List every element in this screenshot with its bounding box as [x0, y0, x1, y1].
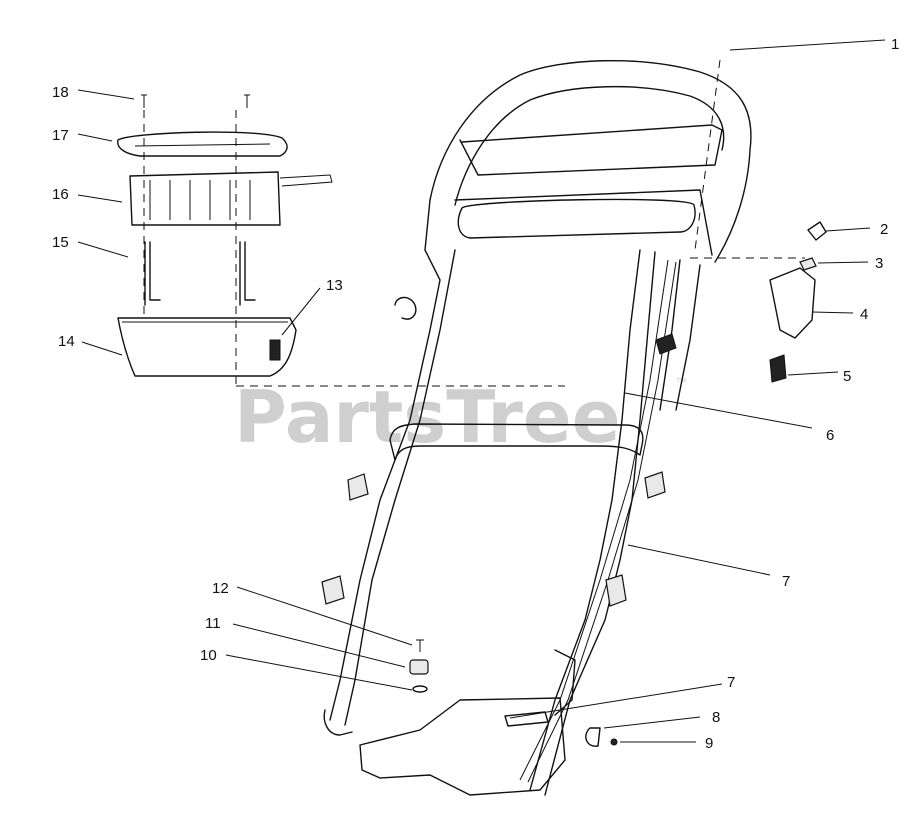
leader-lines [77, 39, 886, 743]
callout-18: 18 [52, 84, 69, 101]
callout-7-upper: 7 [782, 573, 790, 590]
callout-10: 10 [200, 647, 217, 664]
callout-7-lower: 7 [727, 674, 735, 691]
callout-4: 4 [860, 306, 868, 323]
callout-16: 16 [52, 186, 69, 203]
callout-8: 8 [712, 709, 720, 726]
callout-11: 11 [205, 615, 221, 632]
handle-assembly [321, 59, 752, 796]
callout-9: 9 [705, 735, 713, 752]
callout-17: 17 [52, 127, 69, 144]
callout-13: 13 [326, 277, 343, 294]
callout-14: 14 [58, 333, 75, 350]
alignment-lines [143, 59, 805, 387]
battery-module [117, 94, 333, 377]
callout-12: 12 [212, 580, 229, 597]
callout-1: 1 [891, 36, 899, 53]
watermark-trademark: TM [675, 377, 686, 385]
callout-labels: 1 2 3 4 5 6 7 7 8 9 10 11 12 13 14 15 16… [52, 36, 899, 752]
callout-5: 5 [843, 368, 851, 385]
small-hardware [409, 639, 618, 747]
callout-3: 3 [875, 255, 883, 272]
right-side-parts [769, 221, 827, 383]
callout-6: 6 [826, 427, 834, 444]
callout-2: 2 [880, 221, 888, 238]
callout-15: 15 [52, 234, 69, 251]
